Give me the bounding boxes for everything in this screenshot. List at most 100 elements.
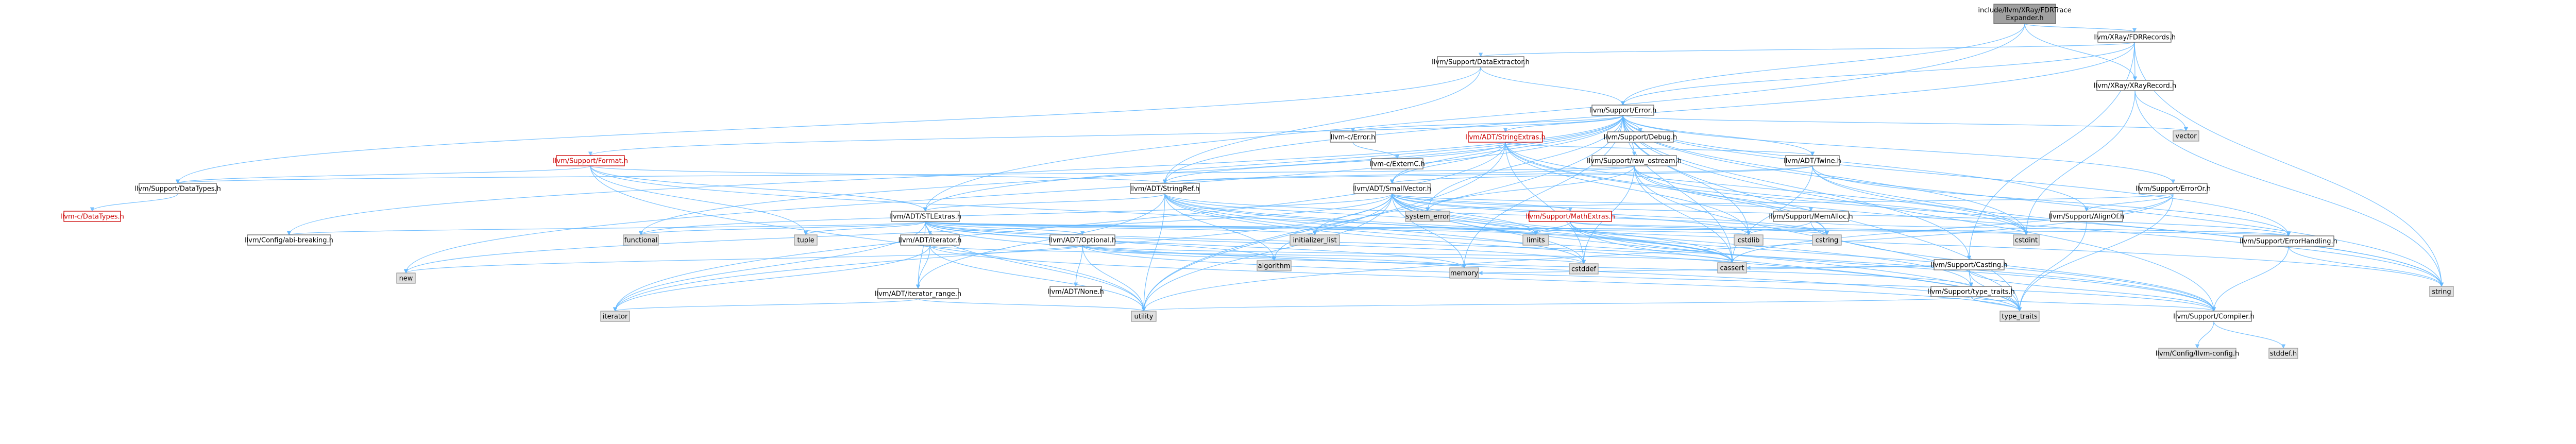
node-label: llvm/Support/DataTypes.h (134, 185, 221, 193)
node-format[interactable]: llvm/Support/Format.h (553, 155, 628, 166)
node-box (2268, 348, 2298, 359)
node-erroror[interactable]: llvm/Support/ErrorOr.h (2136, 183, 2211, 194)
node-label: algorithm (1258, 263, 1291, 270)
node-box (2173, 130, 2199, 142)
edge-rawostream-to-datatypes (176, 165, 1635, 184)
node-label: cstddef (1571, 266, 1597, 274)
node-smallvector[interactable]: llvm/ADT/SmallVector.h (1353, 183, 1431, 194)
edge-typetraits-to-compiler (1971, 296, 2216, 312)
edge-stringref-to-limits (1164, 193, 1538, 235)
node-typetraits[interactable]: llvm/Support/type_traits.h (1927, 286, 2015, 297)
edge-typetraits-to-type_traits (1971, 296, 2022, 312)
edge-rawostream-to-cstring (1634, 165, 1829, 235)
node-box (1257, 260, 1292, 271)
node-debug[interactable]: llvm/Support/Debug.h (1604, 131, 1677, 143)
edge-optional-to-typetraits (1082, 245, 1973, 287)
node-box (139, 183, 217, 194)
edge-errorhandling-to-string (2288, 246, 2444, 287)
node-cdatatypes[interactable]: llvm-c/DataTypes.h (60, 211, 124, 222)
edge-smallvector-to-limits (1392, 193, 1538, 235)
node-label: llvm/ADT/Optional.h (1049, 237, 1116, 245)
edge-twine-to-stringref (1163, 165, 1813, 184)
edge-error-to-stringextras (1503, 115, 1623, 132)
node-iterator: iterator (600, 311, 630, 322)
node-errorhandling[interactable]: llvm/Support/ErrorHandling.h (2240, 235, 2337, 247)
edge-adtiterator-to-utility (929, 245, 1146, 312)
node-initlist: initializer_list (1290, 234, 1340, 246)
node-adtnone[interactable]: llvm/ADT/None.h (1047, 286, 1104, 297)
node-box (1049, 286, 1102, 297)
edge-stringref-to-string (1164, 193, 2444, 287)
node-box (1353, 183, 1431, 194)
node-dataext[interactable]: llvm/Support/DataExtractor.h (1432, 56, 1530, 67)
node-box (247, 234, 331, 246)
node-label: llvm/ADT/StringRef.h (1130, 185, 1199, 193)
edge-smallvector-to-utility (1141, 193, 1393, 312)
edge-mathextras-to-cstdint (1570, 221, 2028, 235)
edge-alignof-to-type_traits (2017, 221, 2087, 312)
node-label: llvm/Support/DataExtractor.h (1432, 59, 1530, 66)
node-adtiterator[interactable]: llvm/ADT/iterator.h (899, 234, 962, 246)
edge-smallvector-to-functional (639, 193, 1393, 235)
edge-root-to-xrayrecord (2024, 23, 2138, 81)
node-fdrrecords[interactable]: llvm/XRay/FDRRecords.h (2093, 31, 2176, 43)
node-stlextras[interactable]: llvm/ADT/STLExtras.h (889, 211, 961, 222)
edge-casting-to-compiler (1969, 269, 2216, 312)
node-datatypes[interactable]: llvm/Support/DataTypes.h (134, 183, 221, 194)
edge-dataext-to-stringref (1162, 66, 1481, 184)
edge-dataext-to-datatypes (175, 66, 1481, 184)
node-label: limits (1527, 237, 1545, 245)
node-abibreaking[interactable]: llvm/Config/abi-breaking.h (245, 234, 333, 246)
node-box (1993, 4, 2056, 24)
node-label: llvm/ADT/SmallVector.h (1353, 185, 1431, 193)
edge-error-to-erroror (1622, 115, 2176, 184)
node-label: llvm/Config/abi-breaking.h (245, 237, 333, 245)
edge-stlextras-to-abibreaking (287, 221, 926, 235)
edge-fdrrecords-to-dataext (1479, 42, 2135, 57)
node-cerrno[interactable]: llvm-c/Error.h (1330, 131, 1376, 143)
node-memalloc[interactable]: llvm/Support/MemAlloc.h (1769, 211, 1853, 222)
node-box (2050, 211, 2123, 222)
node-label: system_error (1406, 213, 1450, 221)
node-mathextras[interactable]: llvm/Support/MathExtras.h (1526, 211, 1615, 222)
node-xrayrecord[interactable]: llvm/XRay/XRayRecord.h (2094, 80, 2176, 91)
node-optional[interactable]: llvm/ADT/Optional.h (1049, 234, 1116, 246)
dependency-edges (90, 23, 2444, 349)
node-externc[interactable]: llvm-c/ExternC.h (1369, 158, 1425, 169)
node-rawostream[interactable]: llvm/Support/raw_ostream.h (1587, 155, 1682, 166)
node-iterrange[interactable]: llvm/ADT/iterator_range.h (875, 288, 961, 299)
node-label: llvm/Support/Casting.h (1930, 262, 2007, 269)
edge-error-to-new (403, 115, 1623, 274)
edge-format-to-datatypes (176, 165, 591, 184)
node-box (1934, 259, 2005, 270)
edge-stringextras-to-smallvector (1389, 142, 1506, 184)
node-box (1330, 131, 1376, 143)
edge-optional-to-cassert (1082, 245, 1734, 263)
node-twine[interactable]: llvm/ADT/Twine.h (1784, 155, 1841, 166)
node-tuple: tuple (794, 234, 818, 246)
edge-root-to-error (1620, 23, 2025, 106)
node-alignof[interactable]: llvm/Support/AlignOf.h (2049, 211, 2125, 222)
node-type_traits: type_traits (1999, 311, 2040, 322)
node-box (891, 211, 960, 222)
node-compiler[interactable]: llvm/Support/Compiler.h (2173, 311, 2255, 322)
node-stringextras[interactable]: llvm/ADT/StringExtras.h (1465, 131, 1546, 143)
node-label: functional (624, 237, 658, 245)
node-error[interactable]: llvm/Support/Error.h (1589, 105, 1657, 116)
edge-stlextras-to-limits (925, 221, 1538, 235)
node-box (2139, 183, 2208, 194)
edge-erroror-to-type_traits (2017, 193, 2174, 312)
node-label: llvm-c/DataTypes.h (60, 213, 124, 221)
node-casting[interactable]: llvm/Support/Casting.h (1930, 259, 2008, 270)
edge-stlextras-to-initlist (925, 221, 1317, 235)
edge-mathextras-to-cassert (1570, 221, 1735, 263)
node-stringref[interactable]: llvm/ADT/StringRef.h (1130, 183, 1200, 194)
edge-compiler-to-stddef (2213, 321, 2286, 349)
edge-erroror-to-cassert (1730, 193, 2174, 263)
edge-stlextras-to-functional (639, 221, 926, 235)
edge-twine-to-smallvector (1390, 165, 1813, 184)
node-systemerror: system_error (1405, 211, 1450, 222)
